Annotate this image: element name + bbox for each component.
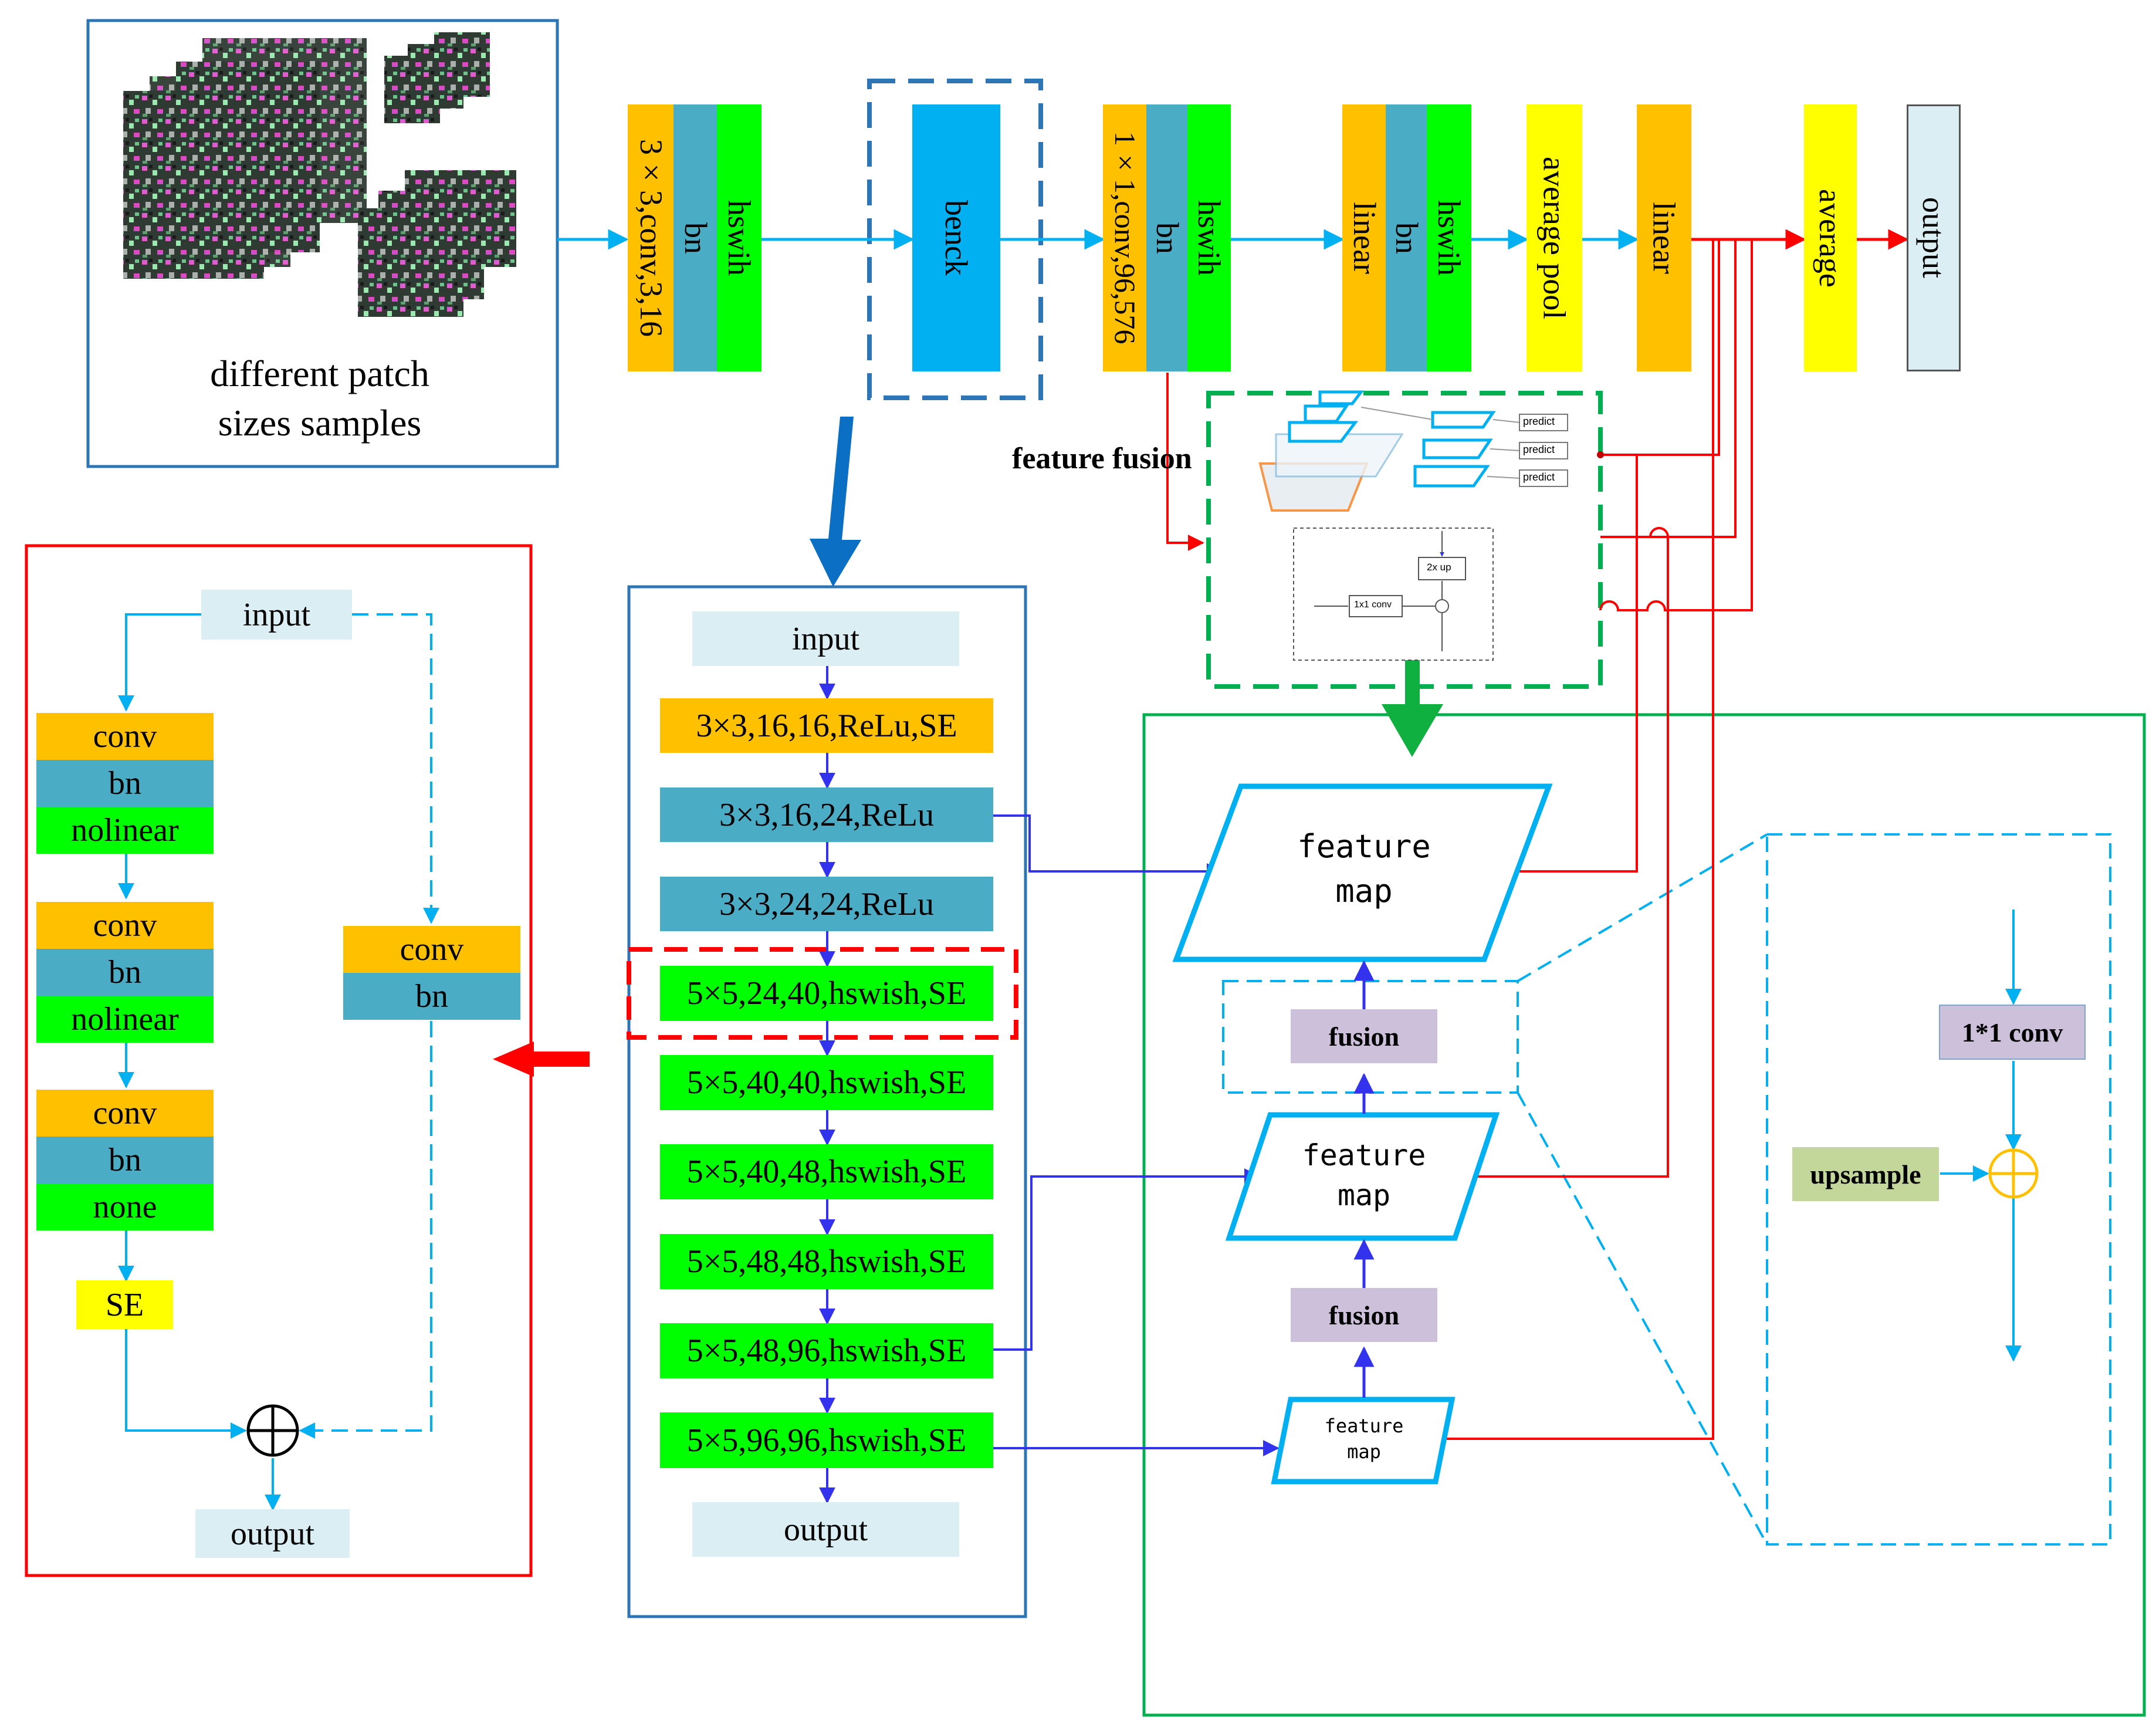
thumb-1x1-conv: 1x1 conv [1354,600,1392,610]
highlight-dashed-frame [627,947,1018,1040]
stack-layer-6: 5×5,40,48,hswish,SE [660,1144,993,1199]
block-conv-3: conv [36,1090,214,1137]
block2-hswish: hswih [1187,104,1231,371]
block-arrows [118,613,281,1511]
samples-frame [86,19,559,468]
feature-map-top [1172,783,1553,962]
block-none-3: none [36,1184,214,1230]
block-conv-2: conv [36,902,214,949]
average-block: average [1804,104,1857,371]
block3-bn: bn [1386,104,1428,371]
fpn-frame [1142,713,2146,1717]
block-nolinear-2: nolinear [36,996,214,1043]
stack-layer-2: 3×3,16,24,ReLu [660,787,993,842]
zoom-conv-box: 1*1 conv [1939,1005,2086,1060]
bneck-stack-frame [627,585,1027,1618]
zoom-guide-upper [1517,833,1768,982]
thumb-predict-1: predict [1523,415,1555,427]
fusion-thumbnail [1258,390,1568,661]
block-bn-3: bn [36,1137,214,1184]
stack-layer-5: 5×5,40,40,hswish,SE [660,1055,993,1110]
block2-bn: bn [1146,104,1189,371]
block-add-icon [246,1404,299,1457]
big-arrow-blue [810,417,861,587]
zoom-upsample-box: upsample [1792,1147,1939,1201]
block-bn-2: bn [36,949,214,996]
stack-layer-7: 5×5,48,48,hswish,SE [660,1234,993,1289]
thumb-predict-2: predict [1523,444,1555,455]
stack-layer-4: 5×5,24,40,hswish,SE [660,966,993,1021]
block3-hswish: hswih [1427,104,1471,371]
junction-dot [1597,451,1604,458]
block-shortcut [299,613,439,1439]
block-input: input [201,590,352,640]
feature-map-bottom-label: feature map [1324,1415,1404,1463]
bneck-block: benck [912,104,1000,371]
thumb-predict-3: predict [1523,471,1555,483]
fusion-bottom: fusion [1291,1288,1437,1342]
stem-conv-block: 3×3,conv,3,16 [628,104,675,371]
block2-conv: 1×1,conv,96,576 [1103,104,1148,371]
stem-hswish-block: hswih [717,104,761,371]
block-output: output [195,1509,350,1558]
stack-layer-1: 3×3,16,16,ReLu,SE [660,698,993,753]
stack-layer-9: 5×5,96,96,hswish,SE [660,1412,993,1468]
block-nolinear-1: nolinear [36,807,214,854]
samples-caption: different patch sizes samples [210,353,429,444]
block-bn-1: bn [36,760,214,807]
stack-to-fpn-arrows [993,814,1280,1456]
big-arrow-green [1382,634,1443,757]
zoom-arrows [1940,910,2022,1362]
feature-map-top-label: feature map [1297,828,1431,910]
feature-map-mid-label: feature map [1302,1138,1426,1212]
arrow-block2-fusion [1166,373,1204,551]
stack-input: input [692,611,959,666]
linear-block: linear [1637,104,1691,371]
zoom-detail-frame [1766,833,2111,1546]
shortcut-bn: bn [343,973,520,1020]
zoom-add-icon [1988,1148,2039,1199]
big-arrow-red [493,1042,590,1077]
feature-fusion-dashed-frame [1206,391,1603,689]
block-se: SE [76,1280,173,1329]
block-conv-1: conv [36,713,214,760]
output-block: output [1907,104,1961,371]
zoom-guide-lower [1517,1092,1768,1545]
stack-layer-8: 5×5,48,96,hswish,SE [660,1323,993,1378]
red-branch-lines [1442,239,1753,1440]
feature-fusion-title: feature fusion [1012,442,1192,475]
shortcut-conv: conv [343,926,520,973]
sample-patches [123,32,516,317]
fusion-top: fusion [1291,1009,1437,1063]
feature-map-bottom [1271,1397,1456,1485]
stack-output: output [692,1502,959,1557]
stack-layer-3: 3×3,24,24,ReLu [660,877,993,931]
thumb-2x-up: 2x up [1427,562,1451,573]
average-pool-block: average pool [1527,104,1582,371]
feature-map-mid [1225,1112,1500,1241]
stem-bn-block: bn [673,104,718,371]
block3-linear: linear [1342,104,1387,371]
